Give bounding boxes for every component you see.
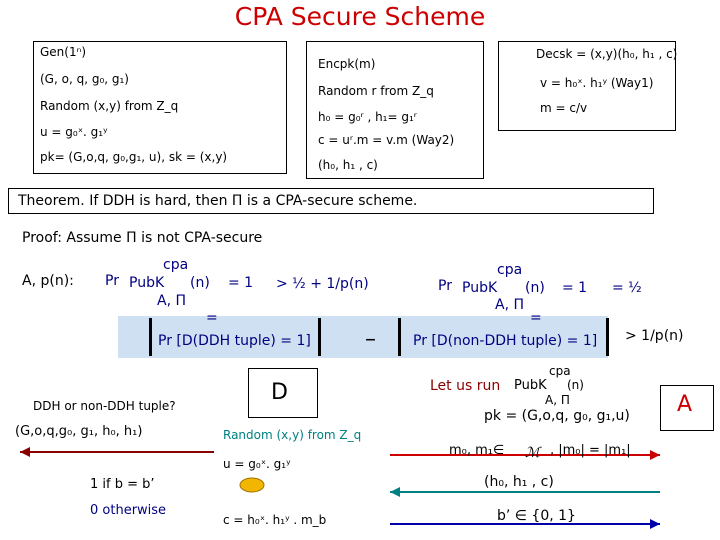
dec-box bbox=[498, 41, 676, 131]
a-box bbox=[660, 385, 714, 431]
eq-sign-left: = bbox=[206, 310, 218, 326]
adversary-label: A, p(n): bbox=[22, 273, 74, 289]
d-box bbox=[248, 368, 318, 418]
pk-message: pk = (G,o,q, g₀, g₁,u) bbox=[484, 408, 630, 424]
slide-title: CPA Secure Scheme bbox=[234, 2, 486, 31]
pubk-left: PubK bbox=[129, 275, 165, 291]
cpa-left: cpa bbox=[163, 257, 189, 273]
bar-left bbox=[149, 318, 152, 356]
pr-right: Pr bbox=[438, 278, 452, 294]
eq-half: = ½ bbox=[612, 280, 642, 296]
eq-sign-right: = bbox=[530, 310, 542, 326]
m-message: m₀, m₁∈ bbox=[449, 443, 505, 458]
theorem-text: Theorem. If DDH is hard, then Π is a CPA… bbox=[18, 193, 418, 209]
message-space-icon: ℳ bbox=[523, 444, 551, 461]
a-label: A bbox=[677, 392, 693, 417]
pubk-right: PubK bbox=[462, 280, 498, 296]
run-api: A, Π bbox=[545, 393, 570, 407]
pr-non-ddh: Pr [D(non-DDH tuple) = 1] bbox=[413, 333, 598, 349]
let-us-run: Let us run bbox=[430, 378, 501, 394]
b-message: b’ ∈ {0, 1} bbox=[497, 508, 576, 524]
output-zero: 0 otherwise bbox=[90, 503, 167, 518]
eq1-left: = 1 bbox=[228, 275, 254, 291]
enc-line-1: Random r from Z_q bbox=[318, 84, 434, 98]
enc-label: Encpk(m) bbox=[318, 57, 376, 71]
n-left: (n) bbox=[190, 275, 210, 291]
enc-box bbox=[306, 41, 484, 179]
theorem-box bbox=[8, 188, 654, 214]
u-eq: u = g₀ˣ. g₁ʸ bbox=[223, 457, 291, 471]
enc-line-4: (h₀, h₁ , c) bbox=[318, 158, 378, 172]
gt-half: > ½ + 1/p(n) bbox=[276, 276, 369, 292]
bar-middle bbox=[318, 318, 321, 356]
d-label: D bbox=[271, 380, 288, 405]
n-right: (n) bbox=[525, 280, 545, 296]
pr-ddh: Pr [D(DDH tuple) = 1] bbox=[158, 333, 311, 349]
run-pubk: PubK bbox=[514, 378, 547, 393]
dec-label: Decsk = (x,y)(h₀, h₁ , c) bbox=[536, 47, 678, 61]
ddh-question: DDH or non-DDH tuple? bbox=[33, 399, 176, 413]
api-left: A, Π bbox=[157, 293, 187, 309]
h-message: (h₀, h₁ , c) bbox=[484, 474, 554, 490]
gen-line-2: Random (x,y) from Z_q bbox=[40, 99, 179, 113]
bar-right-2 bbox=[606, 318, 609, 356]
random-xy: Random (x,y) from Z_q bbox=[223, 428, 362, 442]
gen-line-3: u = g₀ˣ. g₁ʸ bbox=[40, 125, 108, 139]
api-right: A, Π bbox=[495, 297, 525, 313]
cpa-right: cpa bbox=[497, 262, 523, 278]
output-one: 1 if b = b’ bbox=[90, 477, 155, 492]
gen-line-1: (G, o, q, g₀, g₁) bbox=[40, 72, 129, 86]
gen-line-4: pk= (G,o,q, g₀,g₁, u), sk = (x,y) bbox=[40, 150, 228, 164]
proof-assume: Proof: Assume Π is not CPA-secure bbox=[22, 230, 263, 246]
svg-text:ℳ: ℳ bbox=[525, 445, 542, 460]
bar-right-1 bbox=[398, 318, 401, 356]
c-eq: c = h₀ˣ. h₁ʸ . m_b bbox=[223, 513, 327, 527]
gen-label: Gen(1ⁿ) bbox=[40, 45, 87, 59]
eq1-right: = 1 bbox=[562, 280, 588, 296]
ddh-tuple: (G,o,q,g₀, g₁, h₀, h₁) bbox=[15, 424, 143, 439]
dec-line-2: m = c/v bbox=[540, 101, 588, 115]
gen-box bbox=[33, 41, 287, 174]
coin-icon bbox=[238, 474, 266, 496]
m-length: , |m₀| = |m₁| bbox=[550, 443, 631, 458]
run-cpa: cpa bbox=[549, 364, 571, 378]
dec-line-1: v = h₀ˣ. h₁ʸ (Way1) bbox=[540, 76, 654, 90]
equation-highlight bbox=[118, 316, 608, 358]
minus-sign: – bbox=[365, 327, 376, 352]
enc-line-3: c = uʳ.m = v.m (Way2) bbox=[318, 133, 455, 147]
gt-p: > 1/p(n) bbox=[625, 328, 684, 344]
pr-left: Pr bbox=[105, 273, 119, 289]
run-n: (n) bbox=[567, 378, 584, 392]
enc-line-2: h₀ = g₀ʳ , h₁= g₁ʳ bbox=[318, 110, 417, 124]
